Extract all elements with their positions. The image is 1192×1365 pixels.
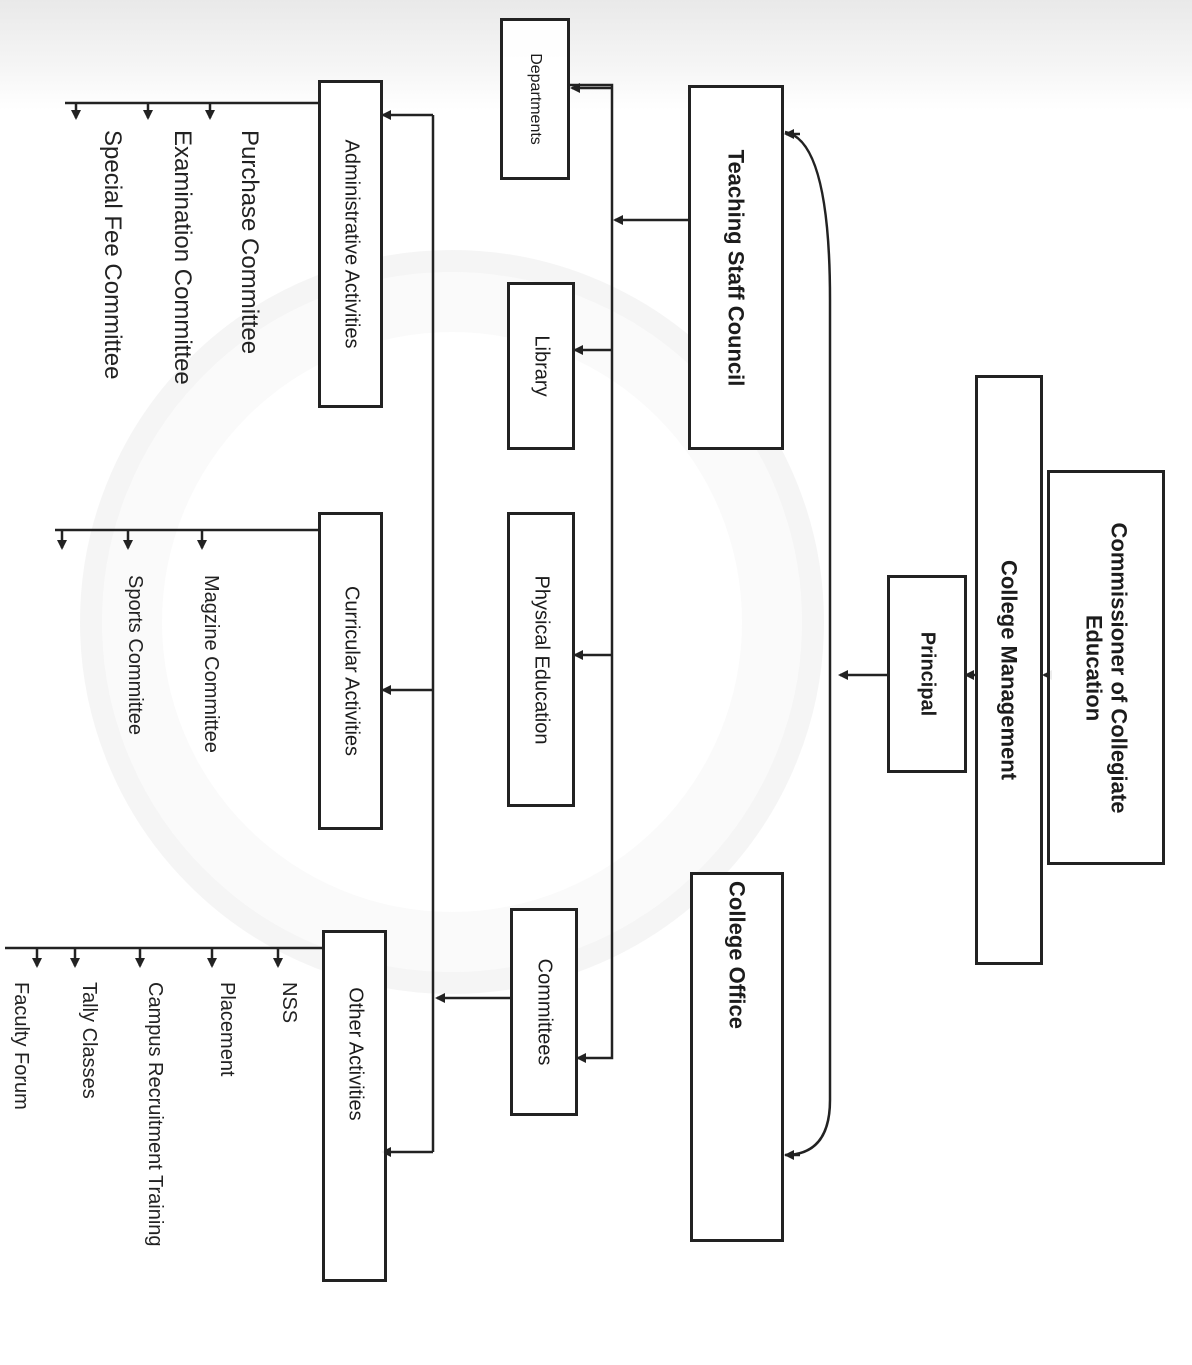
commissioner-label-line2: Education bbox=[1081, 614, 1106, 721]
commissioner-label-line1: Commissioner of Collegiate bbox=[1106, 522, 1132, 813]
nss-label: NSS bbox=[278, 982, 300, 1024]
physical-education-label: Physical Education bbox=[530, 575, 553, 744]
node-principal: Principal bbox=[887, 575, 967, 773]
node-physical-education: Physical Education bbox=[507, 512, 575, 807]
sports-committee-label: Sports Committee bbox=[124, 575, 146, 736]
magzine-committee-label: Magzine Committee bbox=[200, 575, 222, 753]
node-administrative-activities: Administrative Activities bbox=[318, 80, 383, 408]
teaching-staff-council-label: Teaching Staff Council bbox=[723, 149, 749, 386]
node-library: Library bbox=[507, 282, 575, 450]
administrative-activities-label: Administrative Activities bbox=[340, 139, 362, 349]
curricular-activities-label: Curricular Activities bbox=[340, 585, 362, 757]
placement-label: Placement bbox=[216, 982, 238, 1077]
committees-label: Committees bbox=[533, 958, 556, 1066]
special-fee-committee-label: Special Fee Committee bbox=[99, 130, 126, 380]
spine-middle bbox=[570, 83, 614, 1063]
node-curricular-activities: Curricular Activities bbox=[318, 512, 383, 830]
principal-label: Principal bbox=[916, 631, 939, 717]
node-teaching-staff-council: Teaching Staff Council bbox=[688, 85, 784, 450]
node-commissioner: Commissioner of Collegiate Education bbox=[1047, 470, 1165, 865]
node-committees: Committees bbox=[510, 908, 578, 1116]
library-label: Library bbox=[530, 335, 553, 397]
node-other-activities: Other Activities bbox=[322, 930, 387, 1282]
college-management-label: College Management bbox=[996, 559, 1022, 781]
departments-label: Departments bbox=[527, 53, 545, 145]
examination-committee-label: Examination Committee bbox=[169, 130, 196, 385]
campus-recruitment-training-label: Campus Recruitment Training bbox=[144, 982, 166, 1247]
node-departments: Departments bbox=[500, 18, 570, 180]
spine-right bbox=[784, 130, 832, 1157]
other-activities-label: Other Activities bbox=[344, 987, 366, 1121]
node-college-management: College Management bbox=[975, 375, 1043, 965]
purchase-committee-label: Purchase Committee bbox=[236, 130, 263, 355]
tally-classes-label: Tally Classes bbox=[78, 982, 100, 1099]
node-college-office: College Office bbox=[690, 872, 784, 1242]
faculty-forum-label: Faculty Forum bbox=[10, 982, 32, 1110]
college-office-label: College Office bbox=[724, 881, 750, 1030]
